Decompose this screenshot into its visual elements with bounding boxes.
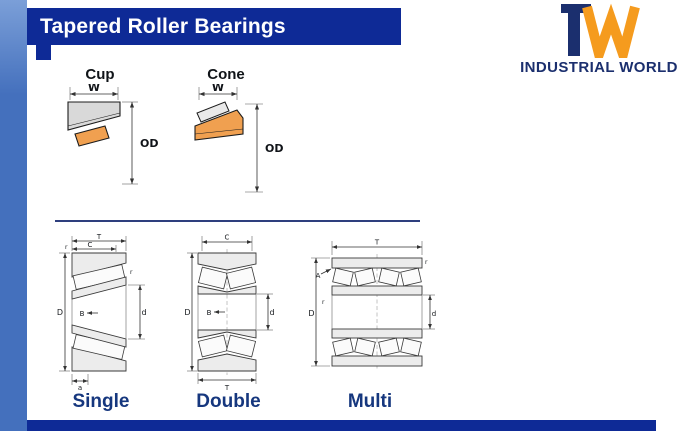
single-dim-B: B <box>80 310 85 318</box>
title-bar: Tapered Roller Bearings <box>27 8 401 45</box>
multi-roller <box>354 267 376 287</box>
multi-cone-top <box>331 285 423 296</box>
cone-width-label: W <box>212 84 224 94</box>
single-dim-C: C <box>88 241 93 249</box>
multi-dim-d: d <box>432 310 436 318</box>
cup-figure-title: Cup <box>85 66 115 83</box>
footer-bar <box>27 420 656 431</box>
double-bearing-diagram: C D d B T <box>184 234 274 392</box>
cup-parts <box>67 101 121 147</box>
single-label: Single <box>72 391 130 412</box>
single-parts <box>71 252 127 372</box>
double-cone-bottom <box>197 329 257 339</box>
double-roller-top-right <box>225 266 257 290</box>
multi-roller <box>378 337 400 357</box>
multi-roller <box>332 337 354 357</box>
double-roller-bottom-left <box>197 334 229 358</box>
single-dim-d: d <box>141 308 146 317</box>
cup-diagram: W OD <box>67 84 158 185</box>
multi-roller <box>378 267 400 287</box>
double-dim-C: C <box>225 234 230 242</box>
cup-roller-shape <box>74 125 110 147</box>
multi-dim-D: D <box>308 309 314 318</box>
company-name: INDUSTRIAL WORLD <box>520 59 678 76</box>
cone-figure-title: Cone <box>207 66 245 83</box>
multi-roller <box>400 267 422 287</box>
multi-roller <box>332 267 354 287</box>
single-dim-r2: r <box>130 269 133 276</box>
single-dim-a: a <box>78 384 82 391</box>
multi-bearing-diagram: T A D d r r <box>308 239 436 370</box>
multi-dim-r1: r <box>425 259 428 266</box>
section-divider <box>55 220 420 222</box>
multi-label: Multi <box>347 391 393 412</box>
company-logo: INDUSTRIAL WORLD <box>500 3 698 76</box>
single-dim-T: T <box>96 233 102 241</box>
cup-od-label: OD <box>140 137 158 150</box>
cone-parts <box>194 101 244 141</box>
double-dim-B: B <box>207 309 212 317</box>
double-roller-bottom-right <box>225 334 257 358</box>
double-dim-D: D <box>184 308 190 317</box>
double-roller-top-left <box>197 266 229 290</box>
cone-roller-shape <box>196 101 230 123</box>
multi-roller <box>354 337 376 357</box>
cup-w-dimension: W <box>69 84 119 100</box>
left-accent-bar <box>0 0 27 431</box>
multi-dim-A: A <box>316 272 321 280</box>
double-dim-d: d <box>269 308 274 317</box>
single-dim-r1: r <box>65 244 68 251</box>
single-dim-D: D <box>57 308 63 317</box>
double-dimensions: C D d B T <box>184 234 274 392</box>
cone-w-dimension: W <box>198 84 238 100</box>
single-dimensions: T C D d B a r r <box>57 233 147 391</box>
single-cup-bottom <box>71 346 127 372</box>
iw-logo-icon <box>561 3 640 58</box>
double-label: Double <box>196 391 261 412</box>
double-dim-T: T <box>224 384 230 391</box>
double-cup-bottom <box>197 353 257 372</box>
cone-od-dimension: OD <box>245 103 283 193</box>
single-bearing-diagram: T C D d B a r r <box>57 233 147 391</box>
cup-ring-shape <box>67 101 121 131</box>
cup-od-dimension: OD <box>122 101 158 185</box>
multi-dimensions: T A D d r r <box>308 239 436 367</box>
cone-diagram: W OD <box>194 84 283 193</box>
multi-dim-r2: r <box>322 299 325 306</box>
double-cup-top <box>197 252 257 271</box>
single-cup-top <box>71 252 127 278</box>
cup-width-label: W <box>88 84 100 94</box>
double-cone-top <box>197 285 257 295</box>
cone-od-label: OD <box>265 142 283 155</box>
multi-dim-T: T <box>374 239 380 247</box>
multi-cup-top <box>331 257 423 269</box>
multi-cone-bottom <box>331 328 423 339</box>
double-parts <box>197 249 257 375</box>
multi-roller <box>400 337 422 357</box>
title-accent-square <box>36 45 51 60</box>
multi-parts <box>331 254 423 370</box>
multi-cup-bottom <box>331 355 423 367</box>
page-title: Tapered Roller Bearings <box>40 14 286 38</box>
